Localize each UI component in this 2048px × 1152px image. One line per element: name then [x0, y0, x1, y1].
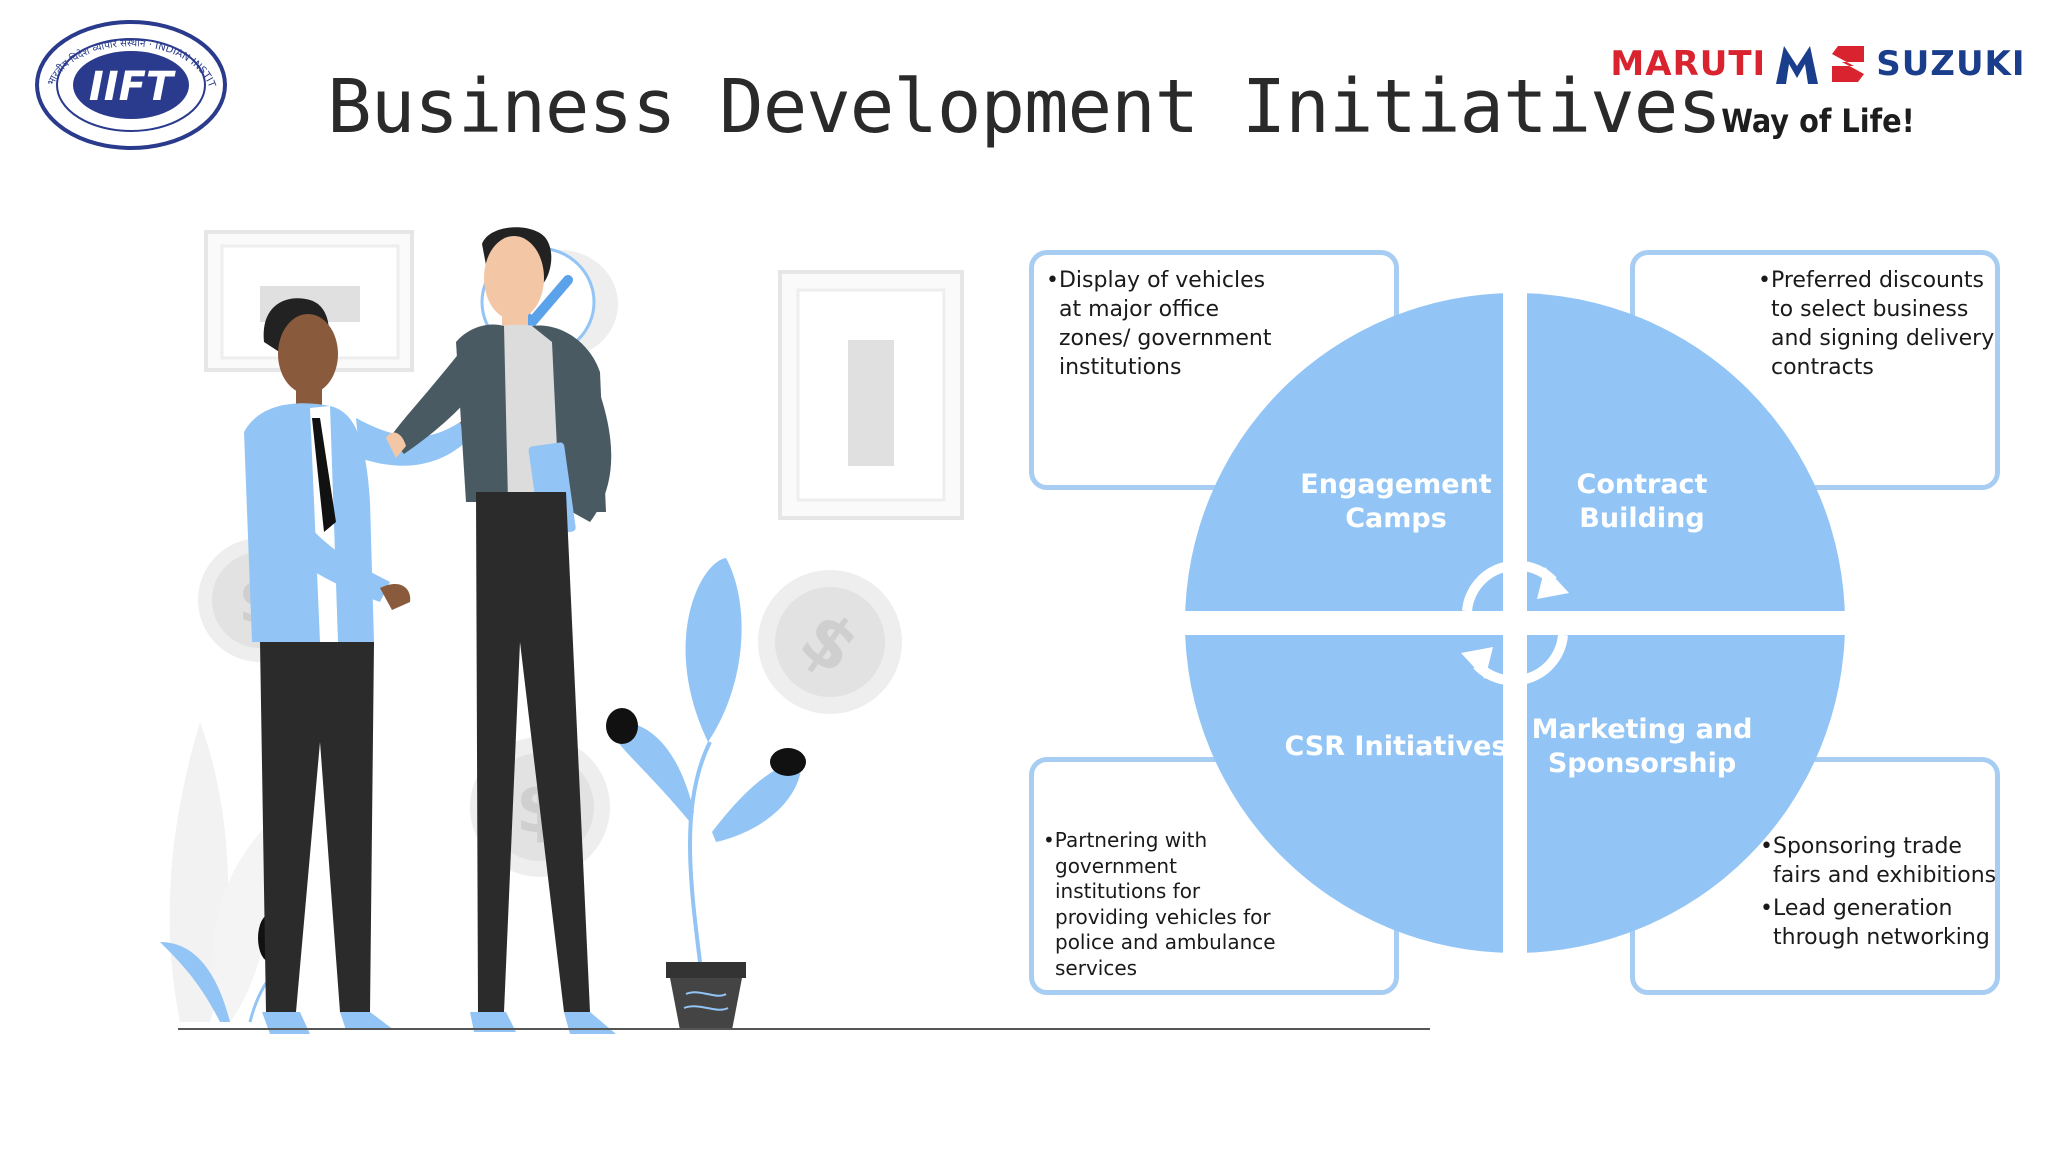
brand-tagline: Way of Life! [1721, 102, 1915, 140]
businessman-left [244, 298, 477, 1034]
page-title: Business Development Initiatives [327, 64, 1722, 150]
box-text-engagement: •Display of vehicles at major office zon… [1046, 268, 1272, 380]
maruti-suzuki-logo: MARUTI SUZUKI Way of Life! [1608, 38, 2028, 148]
dollar-coin-icon: $ [758, 570, 902, 714]
segment-label-engagement: Engagement Camps [1300, 469, 1492, 534]
ground-line [178, 1028, 1430, 1030]
suzuki-s-icon [1832, 46, 1865, 82]
segment-label-marketing: Marketing and Sponsorship [1531, 714, 1753, 779]
segment-label-csr: CSR Initiatives [1284, 731, 1508, 762]
box-text-contract: •Preferred discounts to select business … [1758, 268, 1995, 380]
iift-logo-text: IIFT [89, 64, 176, 110]
box-text-marketing: •Sponsoring trade fairs and exhibitions … [1760, 834, 1997, 950]
cycle-arrows-icon [1461, 560, 1569, 686]
potted-plant-icon [606, 558, 806, 1030]
maruti-wordmark: MARUTI [1610, 44, 1767, 84]
initiatives-wheel [1185, 293, 1845, 953]
segment-label-contract: Contract Building [1576, 469, 1708, 534]
box-text-csr: •Partnering with government institutions… [1043, 828, 1276, 980]
maruti-m-icon [1776, 46, 1819, 84]
iift-logo: IIFT भारतीय विदेश व्यापार संस्थान · INDI… [28, 10, 230, 153]
suzuki-wordmark: SUZUKI [1876, 44, 2026, 84]
handshake-illustration: $ $ $ [160, 227, 964, 1034]
businessman-right [386, 227, 616, 1034]
iift-emblem-icon: IIFT भारतीय विदेश व्यापार संस्थान · INDI… [28, 10, 227, 150]
